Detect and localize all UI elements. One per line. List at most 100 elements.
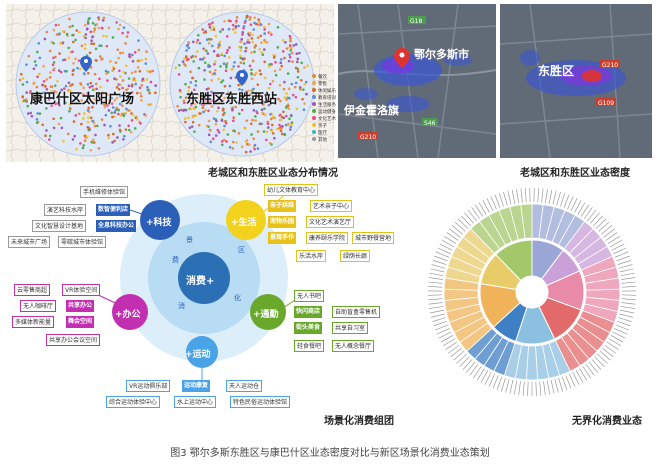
- poi-dot: [215, 119, 218, 123]
- poi-dot: [219, 65, 222, 68]
- sunburst-leaf-tick: [428, 277, 443, 280]
- poi-dot: [255, 96, 259, 100]
- poi-dot: [253, 46, 256, 49]
- density-left-svg: G18 G210 S46: [338, 4, 496, 158]
- sunburst-leaf-tick: [478, 202, 487, 215]
- sunburst-leaf-tick: [440, 335, 454, 343]
- sunburst-leaf-tick: [428, 298, 443, 301]
- poi-dot: [137, 59, 141, 63]
- poi-dot: [84, 36, 87, 40]
- poi-dot: [256, 83, 260, 86]
- poi-dot: [240, 40, 243, 44]
- poi-dot: [82, 34, 86, 38]
- poi-dot: [60, 126, 64, 130]
- poi-dot: [117, 27, 120, 31]
- poi-dot: [121, 51, 125, 55]
- poi-dot: [209, 140, 213, 144]
- sunburst-leaf-tick: [429, 272, 444, 277]
- poi-dot: [41, 83, 44, 87]
- poi-dot: [192, 106, 196, 110]
- poi-dot: [249, 16, 252, 19]
- sunburst-leaf-tick: [563, 194, 570, 208]
- poi-dot: [225, 51, 229, 54]
- sunburst-leaf-tick: [480, 370, 489, 383]
- poi-dot: [120, 112, 124, 116]
- poi-dot: [48, 138, 51, 141]
- poi-dot: [203, 61, 207, 64]
- sunburst-leaf-tick: [486, 198, 494, 212]
- hub-label-travel: +通勤: [253, 310, 279, 320]
- tag-tech: 全息科技办公: [96, 220, 137, 232]
- poi-dot: [269, 112, 272, 116]
- poi-dot: [52, 61, 56, 64]
- poi-dot: [148, 70, 152, 74]
- poi-dot: [190, 56, 193, 59]
- poi-dot: [103, 105, 107, 109]
- poi-dot: [54, 91, 58, 94]
- poi-dot: [93, 97, 96, 101]
- poi-dot: [270, 129, 274, 133]
- poi-dot: [122, 137, 125, 141]
- poi-dot: [239, 61, 243, 64]
- poi-dot: [230, 67, 233, 71]
- legend-item: 餐饮: [312, 74, 334, 81]
- poi-dot: [147, 88, 150, 92]
- tag-sport: 运动康复: [182, 380, 211, 392]
- poi-dot: [255, 111, 259, 115]
- sunburst-caption: 无界化消费业态: [572, 416, 642, 427]
- hub-travel: [250, 294, 286, 330]
- poi-dot: [126, 101, 130, 104]
- poi-dot: [112, 67, 116, 71]
- poi-dot: [220, 143, 224, 147]
- poi-dot: [107, 136, 111, 140]
- poi-dot: [265, 130, 269, 134]
- poi-dot: [303, 66, 306, 69]
- poi-dot: [209, 38, 213, 41]
- poi-dot: [260, 122, 263, 126]
- poi-dot: [194, 79, 198, 83]
- poi-dot: [239, 49, 243, 52]
- poi-dot: [118, 23, 122, 27]
- poi-dot: [220, 52, 224, 55]
- poi-dot: [135, 91, 139, 95]
- density-caption: 老城区和东胜区业态密度: [520, 168, 630, 179]
- sunburst-leaf-tick: [453, 350, 465, 361]
- poi-dot: [245, 14, 249, 18]
- poi-dot: [126, 87, 129, 91]
- sunburst-leaf-tick: [548, 189, 553, 204]
- poi-dot: [237, 65, 240, 68]
- poi-dot: [242, 62, 246, 65]
- poi-dot: [199, 112, 202, 115]
- legend-item: 零售: [312, 81, 334, 88]
- poi-dot: [205, 124, 209, 128]
- tag-travel: 无人书吧: [294, 290, 325, 302]
- poi-dot: [74, 57, 77, 61]
- poi-dot: [129, 130, 133, 134]
- poi-dot: [250, 51, 253, 54]
- poi-dot: [240, 98, 244, 101]
- legend-label: 医疗: [318, 131, 327, 136]
- poi-dot: [269, 82, 272, 86]
- poi-dot: [207, 23, 211, 26]
- poi-dot: [245, 139, 249, 142]
- poi-dot: [223, 120, 227, 123]
- legend-swatch-icon: [312, 88, 316, 92]
- poi-dot: [263, 60, 266, 64]
- sunburst-leaf-tick: [614, 251, 629, 258]
- poi-dot: [91, 84, 94, 88]
- sunburst-leaf-tick: [621, 298, 636, 301]
- poi-dot: [247, 89, 250, 93]
- poi-dot: [54, 55, 57, 59]
- poi-dot: [102, 34, 105, 38]
- legend-swatch-icon: [312, 137, 316, 141]
- poi-dot: [231, 140, 235, 144]
- poi-dot: [289, 128, 292, 131]
- poi-dot: [248, 143, 251, 146]
- poi-dot: [21, 77, 25, 80]
- poi-dot: [231, 108, 234, 111]
- poi-dot: [287, 107, 291, 111]
- tag-office: 共享办公: [66, 300, 95, 312]
- poi-dot: [115, 96, 119, 100]
- poi-dot: [227, 19, 231, 22]
- poi-dot: [87, 116, 90, 119]
